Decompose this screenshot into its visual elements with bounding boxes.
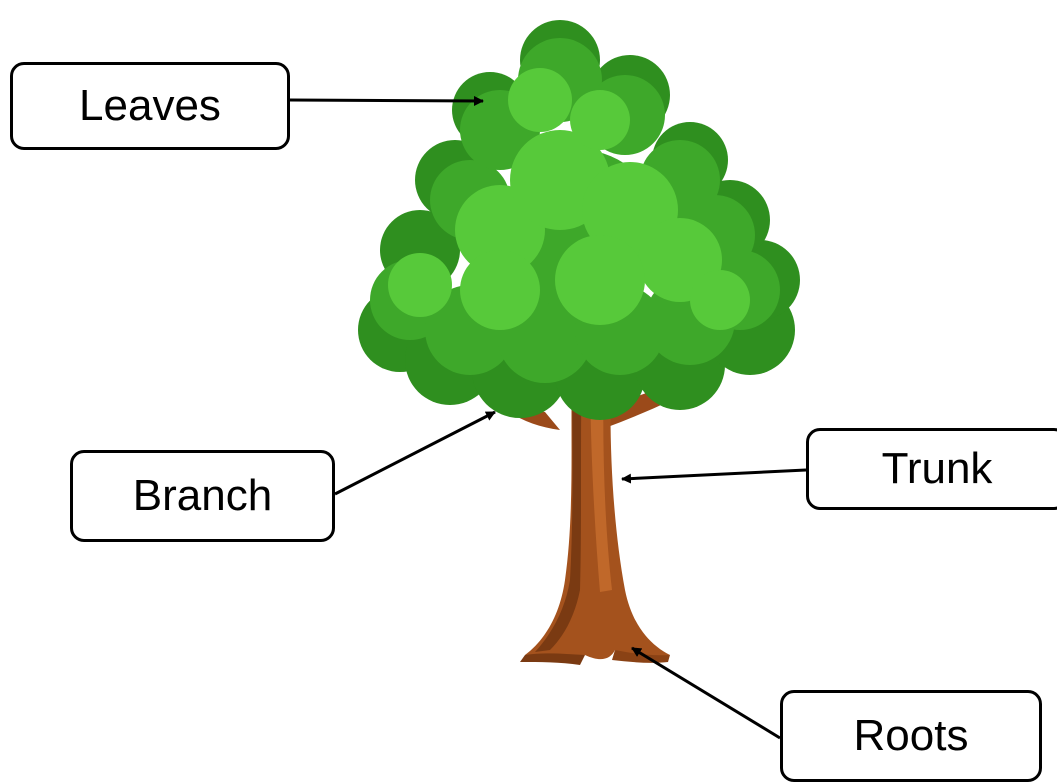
arrow-branch: [334, 410, 496, 496]
label-roots-text: Roots: [853, 711, 969, 760]
label-branch-text: Branch: [132, 471, 273, 520]
label-roots: Roots: [780, 690, 1042, 782]
label-trunk-text: Trunk: [881, 444, 993, 493]
label-branch: Branch: [70, 450, 335, 542]
arrow-roots: [631, 646, 781, 740]
connector-arrows: [289, 95, 807, 740]
arrow-leaves: [289, 95, 484, 106]
label-leaves: Leaves: [10, 62, 290, 150]
arrow-trunk: [621, 468, 807, 484]
label-leaves-text: Leaves: [79, 81, 221, 130]
tree-illustration: [358, 20, 800, 665]
label-trunk: Trunk: [806, 428, 1057, 510]
foliage-shape: [358, 20, 800, 420]
